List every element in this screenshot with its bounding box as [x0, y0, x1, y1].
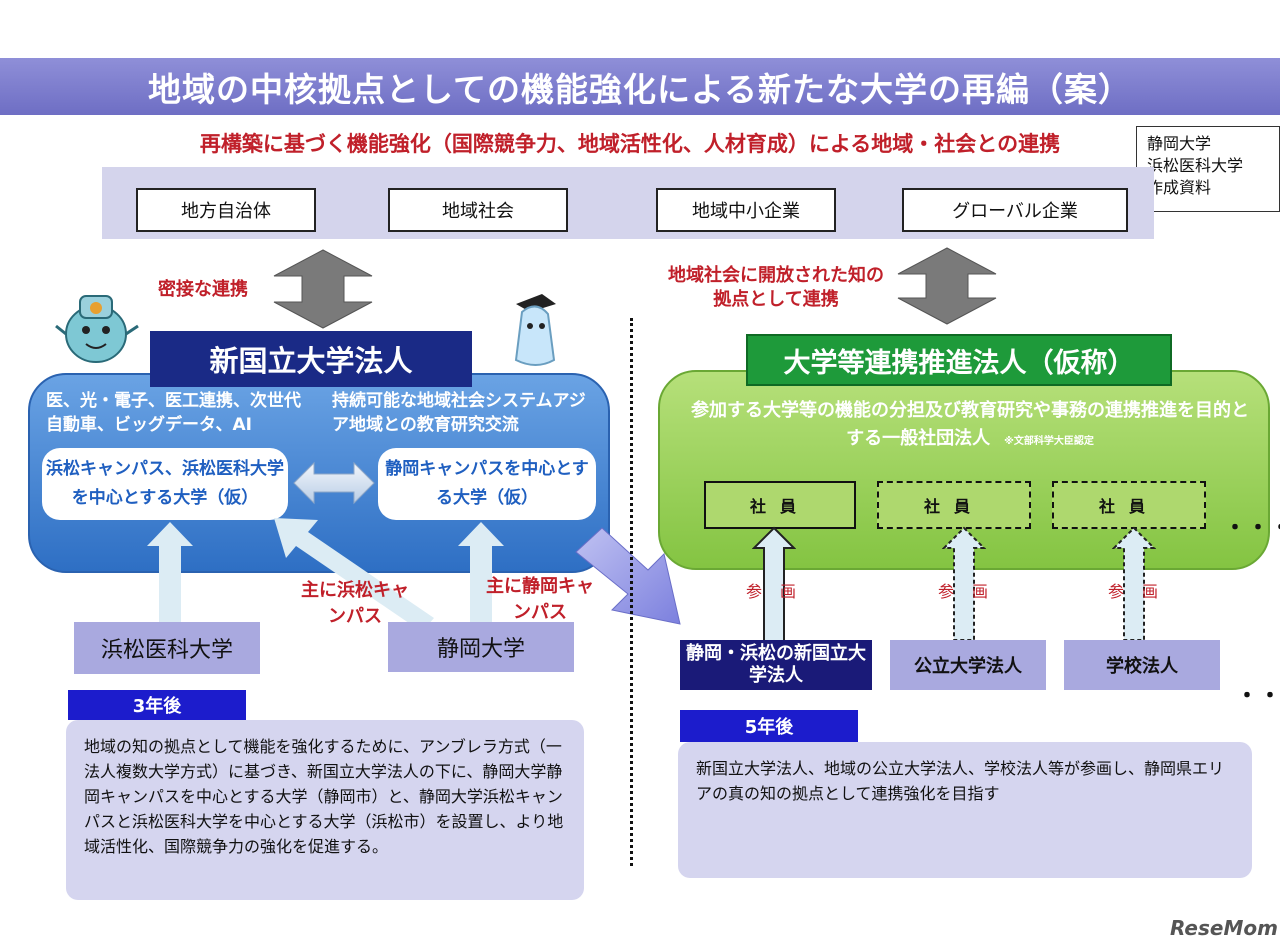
shizuoka-fields-text: 持続可能な地域社会システムアジア地域との教育研究交流	[332, 391, 586, 435]
shizuoka-campus-box: 静岡キャンパスを中心とする大学（仮）	[378, 448, 596, 520]
five-years-note: 新国立大学法人、地域の公立大学法人、学校法人等が参画し、静岡県エリアの真の知の拠…	[678, 742, 1252, 878]
credit-line: 作成資料	[1147, 178, 1212, 197]
stakeholder-box: グローバル企業	[902, 188, 1128, 232]
new-national-corp-box: 静岡・浜松の新国立大学法人	[680, 640, 872, 690]
link-label-left: 密接な連携	[158, 279, 248, 300]
association-description: 参加する大学等の機能の分担及び教育研究や事務の連携推進を目的とする一般社団法人※…	[690, 397, 1250, 456]
stakeholder-box: 地方自治体	[136, 188, 316, 232]
five-years-tab: 5年後	[680, 710, 858, 742]
credit-line: 浜松医科大学	[1147, 156, 1244, 175]
three-years-tab: 3年後	[68, 690, 246, 720]
up-arrow-icon	[147, 522, 193, 622]
participate-label: 参画	[1108, 582, 1177, 601]
participate-label: 参画	[746, 582, 815, 601]
hamamatsu-campus-box: 浜松キャンパス、浜松医科大学を中心とする大学（仮）	[42, 448, 288, 520]
association-title: 大学等連携推進法人（仮称）	[746, 334, 1172, 386]
up-arrow-icon	[458, 522, 504, 622]
national-university-title: 新国立大学法人	[150, 331, 472, 387]
double-arrow-icon	[897, 247, 997, 325]
member-box: 社員	[1052, 481, 1206, 529]
stakeholder-box: 地域社会	[388, 188, 568, 232]
three-years-note: 地域の知の拠点として機能を強化するために、アンブレラ方式（一法人複数大学方式）に…	[66, 720, 584, 900]
page-title: 地域の中核拠点としての機能強化による新たな大学の再編（案）	[0, 58, 1280, 115]
double-arrow-icon	[273, 249, 373, 329]
school-corp-box: 学校法人	[1064, 640, 1220, 690]
up-arrow-icon	[274, 518, 434, 632]
hamamatsu-route-label: 主に浜松キャンパス	[301, 580, 409, 627]
big-diagonal-arrow-icon	[575, 527, 681, 625]
shizuoka-university-box: 静岡大学	[388, 622, 574, 672]
double-arrow-icon	[293, 461, 375, 505]
association-desc-text: 参加する大学等の機能の分担及び教育研究や事務の連携推進を目的とする一般社団法人	[691, 400, 1249, 449]
credit-line: 静岡大学	[1147, 134, 1212, 153]
participate-label: 参画	[938, 582, 1007, 601]
section-divider	[630, 318, 633, 866]
public-university-corp-box: 公立大学法人	[890, 640, 1046, 690]
link-label-right: 地域社会に開放された知の拠点として連携	[668, 265, 884, 310]
stakeholder-box: 地域中小企業	[656, 188, 836, 232]
watermark-logo: ReseMom	[1170, 916, 1278, 940]
shizuoka-route-label: 主に静岡キャンパス	[486, 576, 594, 623]
mascot-left-icon	[55, 295, 139, 363]
hamamatsu-medical-university-box: 浜松医科大学	[74, 622, 260, 674]
more-orgs-ellipsis: ・・・	[1236, 684, 1280, 709]
minister-note: ※文部科学大臣認定	[1004, 436, 1094, 447]
more-members-ellipsis: ・・・	[1224, 516, 1280, 541]
credit-box: 静岡大学 浜松医科大学 作成資料	[1136, 126, 1280, 212]
mascot-right-icon	[514, 294, 556, 366]
hamamatsu-fields-text: 医、光・電子、医工連携、次世代自動車、ビッグデータ、AI	[46, 391, 301, 435]
subtitle: 再構築に基づく機能強化（国際競争力、地域活性化、人材育成）による地域・社会との連…	[199, 132, 1061, 156]
member-box: 社員	[877, 481, 1031, 529]
member-box: 社員	[704, 481, 856, 529]
